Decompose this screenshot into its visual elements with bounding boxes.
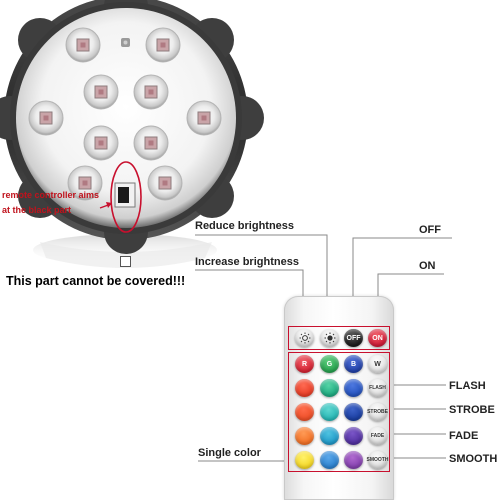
on-button[interactable]: ON (368, 329, 387, 347)
color-button-r4-1[interactable] (295, 427, 314, 445)
green-button[interactable]: G (320, 355, 339, 373)
color-button-r4-3[interactable] (344, 427, 363, 445)
white-button[interactable]: W (368, 355, 387, 373)
label-reduce-brightness: Reduce brightness (195, 220, 295, 232)
color-button-r3-2[interactable] (320, 403, 339, 421)
blue-button[interactable]: B (344, 355, 363, 373)
color-button-r2-1[interactable] (295, 379, 314, 397)
label-strobe: STROBE (449, 404, 495, 416)
receiver-square-icon (120, 256, 131, 267)
label-single-color: Single color (198, 447, 261, 459)
off-button[interactable]: OFF (344, 329, 363, 347)
red-button[interactable]: R (295, 355, 314, 373)
label-on: ON (419, 260, 436, 272)
smooth-button[interactable]: SMOOTH (367, 451, 388, 469)
brightness-down-button[interactable] (295, 329, 314, 347)
color-button-r3-1[interactable] (295, 403, 314, 421)
cover-warning: This part cannot be covered!!! (6, 274, 186, 288)
receiver-note-line1: remote controller aims (2, 190, 100, 200)
color-button-r5-3[interactable] (344, 451, 363, 469)
color-button-r2-2[interactable] (320, 379, 339, 397)
brightness-power-frame (288, 326, 390, 350)
strobe-button[interactable]: STROBE (367, 403, 388, 421)
color-button-r5-1[interactable] (295, 451, 314, 469)
color-button-r2-3[interactable] (344, 379, 363, 397)
fade-button[interactable]: FADE (368, 427, 387, 445)
receiver-note-line2: at the black part (2, 205, 72, 215)
brightness-up-button[interactable] (320, 329, 339, 347)
label-smooth: SMOOTH (449, 453, 498, 465)
label-increase-brightness: Increase brightness (195, 256, 299, 268)
color-button-r5-2[interactable] (320, 451, 339, 469)
brightness-up-icon (324, 332, 335, 344)
color-button-r3-3[interactable] (344, 403, 363, 421)
flash-button[interactable]: FLASH (368, 379, 387, 397)
label-off: OFF (419, 224, 441, 236)
label-flash: FLASH (449, 380, 486, 392)
color-buttons-frame (288, 352, 390, 472)
brightness-down-icon (299, 332, 310, 344)
color-button-r4-2[interactable] (320, 427, 339, 445)
label-fade: FADE (449, 430, 479, 442)
